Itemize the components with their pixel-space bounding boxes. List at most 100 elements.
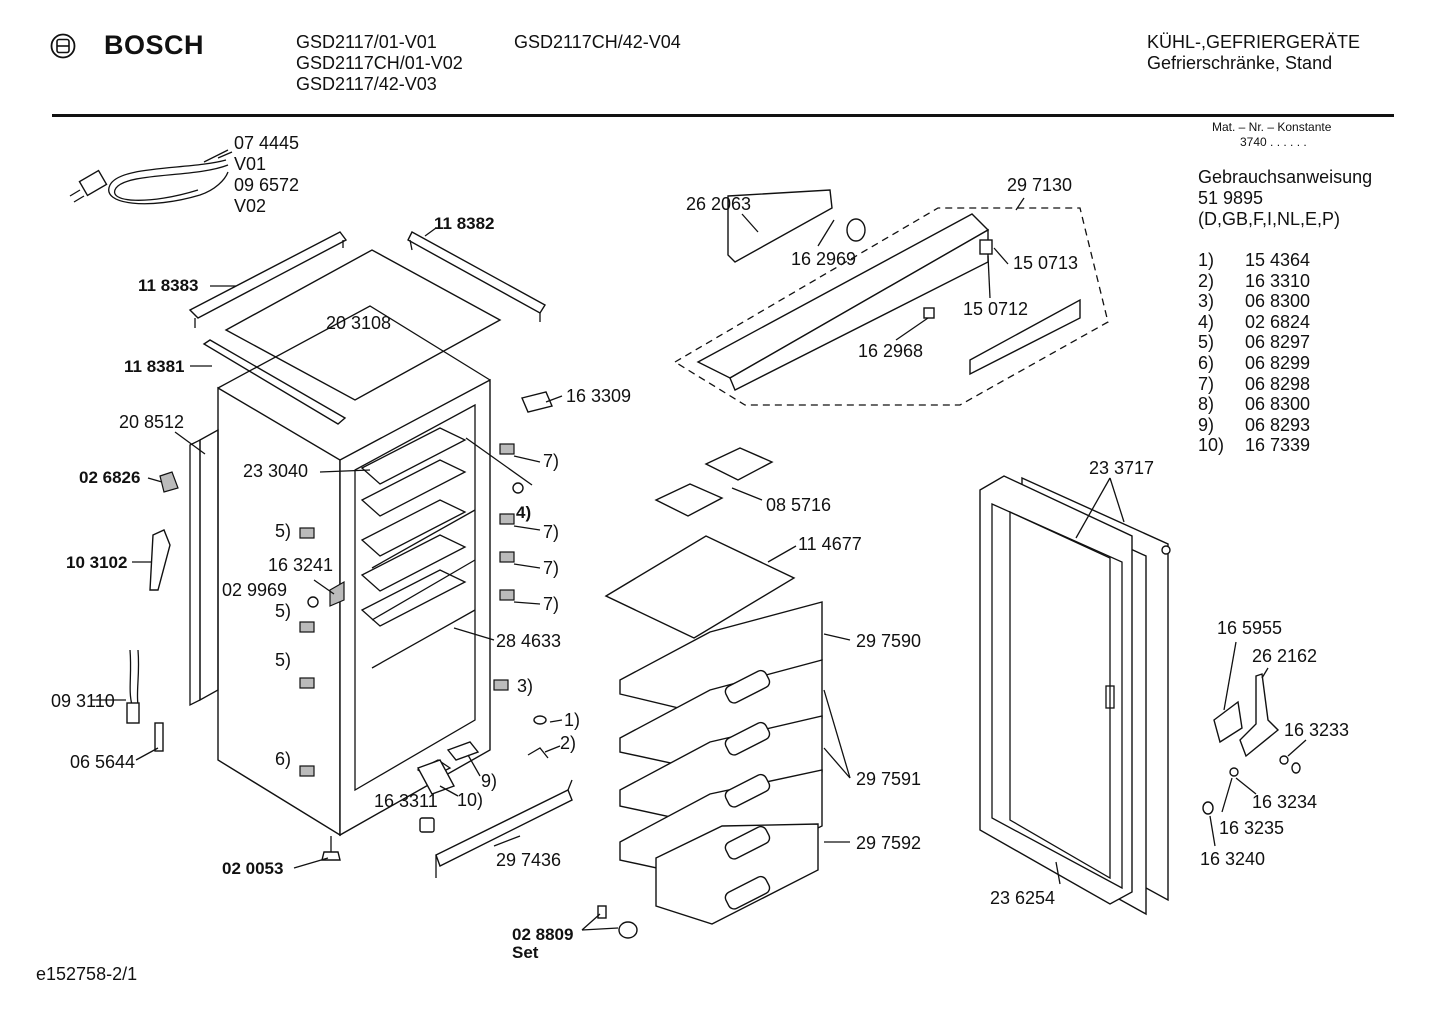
label-085716: 08 5716 bbox=[766, 495, 831, 515]
footnote-row: 3) 06 8300 bbox=[1198, 291, 1310, 312]
label-note-1: 1) bbox=[564, 710, 580, 730]
label-074445: 07 4445 bbox=[234, 133, 299, 153]
door-drawing bbox=[979, 475, 1171, 916]
label-262162: 26 2162 bbox=[1252, 646, 1317, 666]
footnote-part: 06 8297 bbox=[1245, 332, 1311, 353]
model-4: GSD2117CH/42-V04 bbox=[514, 32, 681, 52]
label-284633: 28 4633 bbox=[496, 631, 561, 651]
label-note-3: 3) bbox=[517, 676, 533, 696]
top-rails-drawing bbox=[188, 231, 546, 328]
bosch-armature-logo-icon bbox=[50, 33, 76, 59]
footnote-part: 16 3310 bbox=[1245, 270, 1311, 291]
category: KÜHL-,GEFRIERGERÄTE bbox=[1147, 32, 1361, 52]
label-028809: 02 8809 bbox=[512, 925, 573, 944]
label-v01: V01 bbox=[234, 154, 266, 174]
label-163233: 16 3233 bbox=[1284, 720, 1349, 740]
label-096572: 09 6572 bbox=[234, 175, 299, 195]
label-note-5b: 5) bbox=[275, 601, 291, 621]
footnote-row: 4) 02 6824 bbox=[1198, 312, 1310, 333]
footnote-part: 15 4364 bbox=[1245, 250, 1311, 270]
cabinet-body-drawing bbox=[126, 305, 573, 878]
footnote-row: 2) 16 3310 bbox=[1198, 271, 1310, 292]
footnote-part: 06 8293 bbox=[1245, 414, 1311, 435]
footnote-part: 06 8300 bbox=[1245, 394, 1311, 415]
footnote-number: 1) bbox=[1198, 250, 1215, 270]
label-297436: 29 7436 bbox=[496, 850, 561, 870]
power-cable-drawing bbox=[69, 151, 233, 205]
label-297592: 29 7592 bbox=[856, 833, 921, 853]
label-118381: 11 8381 bbox=[124, 357, 185, 376]
footnote-number: 2) bbox=[1198, 270, 1215, 291]
manual-title: Gebrauchsanweisung bbox=[1198, 167, 1373, 187]
label-118383: 11 8383 bbox=[138, 276, 199, 295]
footnote-part: 02 6824 bbox=[1245, 311, 1311, 332]
model-3: GSD2117/42-V03 bbox=[296, 74, 437, 94]
mat-nr-block: Mat. – Nr. – Konstante 3740 . . . . . . bbox=[1212, 120, 1331, 150]
mat-nr-label: Mat. – Nr. – Konstante bbox=[1212, 120, 1332, 134]
model-list-1: GSD2117/01-V01 GSD2117CH/01-V02 GSD2117/… bbox=[296, 32, 463, 95]
label-103102: 10 3102 bbox=[66, 553, 127, 572]
label-note-7d: 7) bbox=[543, 594, 559, 614]
footnote-row: 9) 06 8293 bbox=[1198, 415, 1310, 436]
control-panel-drawing bbox=[673, 189, 1109, 406]
footnote-number: 3) bbox=[1198, 291, 1215, 312]
label-note-4: 4) bbox=[516, 503, 531, 522]
label-set: Set bbox=[512, 943, 539, 962]
label-note-7c: 7) bbox=[543, 558, 559, 578]
footnote-number: 6) bbox=[1198, 352, 1215, 373]
label-236254: 23 6254 bbox=[990, 888, 1055, 908]
label-note-2: 2) bbox=[560, 733, 576, 753]
label-163309: 16 3309 bbox=[566, 386, 631, 406]
label-163240: 16 3240 bbox=[1200, 849, 1265, 869]
label-163235: 16 3235 bbox=[1219, 818, 1284, 838]
drawing-id: e152758-2/1 bbox=[36, 964, 138, 984]
label-297130: 29 7130 bbox=[1007, 175, 1072, 195]
label-162968: 16 2968 bbox=[858, 341, 923, 361]
footnote-row: 6)06 8299 bbox=[1198, 353, 1310, 374]
label-note-7a: 7) bbox=[543, 451, 559, 471]
hinge-drawing bbox=[1202, 673, 1301, 815]
model-2: GSD2117CH/01-V02 bbox=[296, 53, 463, 73]
label-150712: 15 0712 bbox=[963, 299, 1028, 319]
label-114677: 11 4677 bbox=[798, 534, 862, 554]
label-note-6: 6) bbox=[275, 749, 291, 769]
label-v02: V02 bbox=[234, 196, 266, 216]
footnote-number: 9) bbox=[1198, 414, 1215, 435]
manual-block: Gebrauchsanweisung 51 9895 (D,GB,F,I,NL,… bbox=[1198, 167, 1372, 230]
footnote-list: 1) 15 4364 2) 16 3310 3) 06 8300 4) 02 6824 5) 06… bbox=[1198, 250, 1310, 456]
manual-languages: (D,GB,F,I,NL,E,P) bbox=[1198, 209, 1341, 229]
label-note-7b: 7) bbox=[543, 522, 559, 542]
label-note-10: 10) bbox=[457, 790, 483, 810]
model-1: GSD2117/01-V01 bbox=[296, 32, 437, 52]
footnote-number: 10) bbox=[1198, 435, 1225, 456]
label-note-5a: 5) bbox=[275, 521, 291, 541]
label-150713: 15 0713 bbox=[1013, 253, 1078, 273]
baskets-drawing bbox=[597, 447, 823, 939]
label-020053: 02 0053 bbox=[222, 859, 283, 878]
footnote-row: 1) 15 4364 bbox=[1198, 250, 1310, 271]
label-162969: 16 2969 bbox=[791, 249, 856, 269]
footnote-number: 5) bbox=[1198, 332, 1215, 353]
header-rule bbox=[52, 114, 1394, 117]
leader-lines bbox=[92, 149, 1307, 931]
label-208512: 20 8512 bbox=[119, 412, 184, 432]
label-262063: 26 2063 bbox=[686, 194, 751, 214]
footnote-part: 06 8300 bbox=[1245, 291, 1311, 312]
subcategory: Gefrierschränke, Stand bbox=[1147, 53, 1333, 73]
label-118382: 11 8382 bbox=[434, 214, 495, 233]
label-065644: 06 5644 bbox=[70, 752, 135, 772]
label-note-5c: 5) bbox=[275, 650, 291, 670]
label-165955: 16 5955 bbox=[1217, 618, 1282, 638]
label-203108: 20 3108 bbox=[326, 313, 391, 333]
part-labels: 07 4445 V01 09 6572 V02 11 8382 11 8383 … bbox=[51, 133, 1349, 962]
label-note-9: 9) bbox=[481, 771, 497, 791]
label-163241: 16 3241 bbox=[268, 555, 333, 575]
label-297590: 29 7590 bbox=[856, 631, 921, 651]
footnote-number: 4) bbox=[1198, 311, 1215, 332]
label-093110: 09 3110 bbox=[51, 691, 115, 711]
model-list-2: GSD2117CH/42-V04 bbox=[514, 32, 681, 53]
footnote-row: 7)06 8298 bbox=[1198, 374, 1310, 395]
top-plate-drawing bbox=[224, 249, 502, 401]
